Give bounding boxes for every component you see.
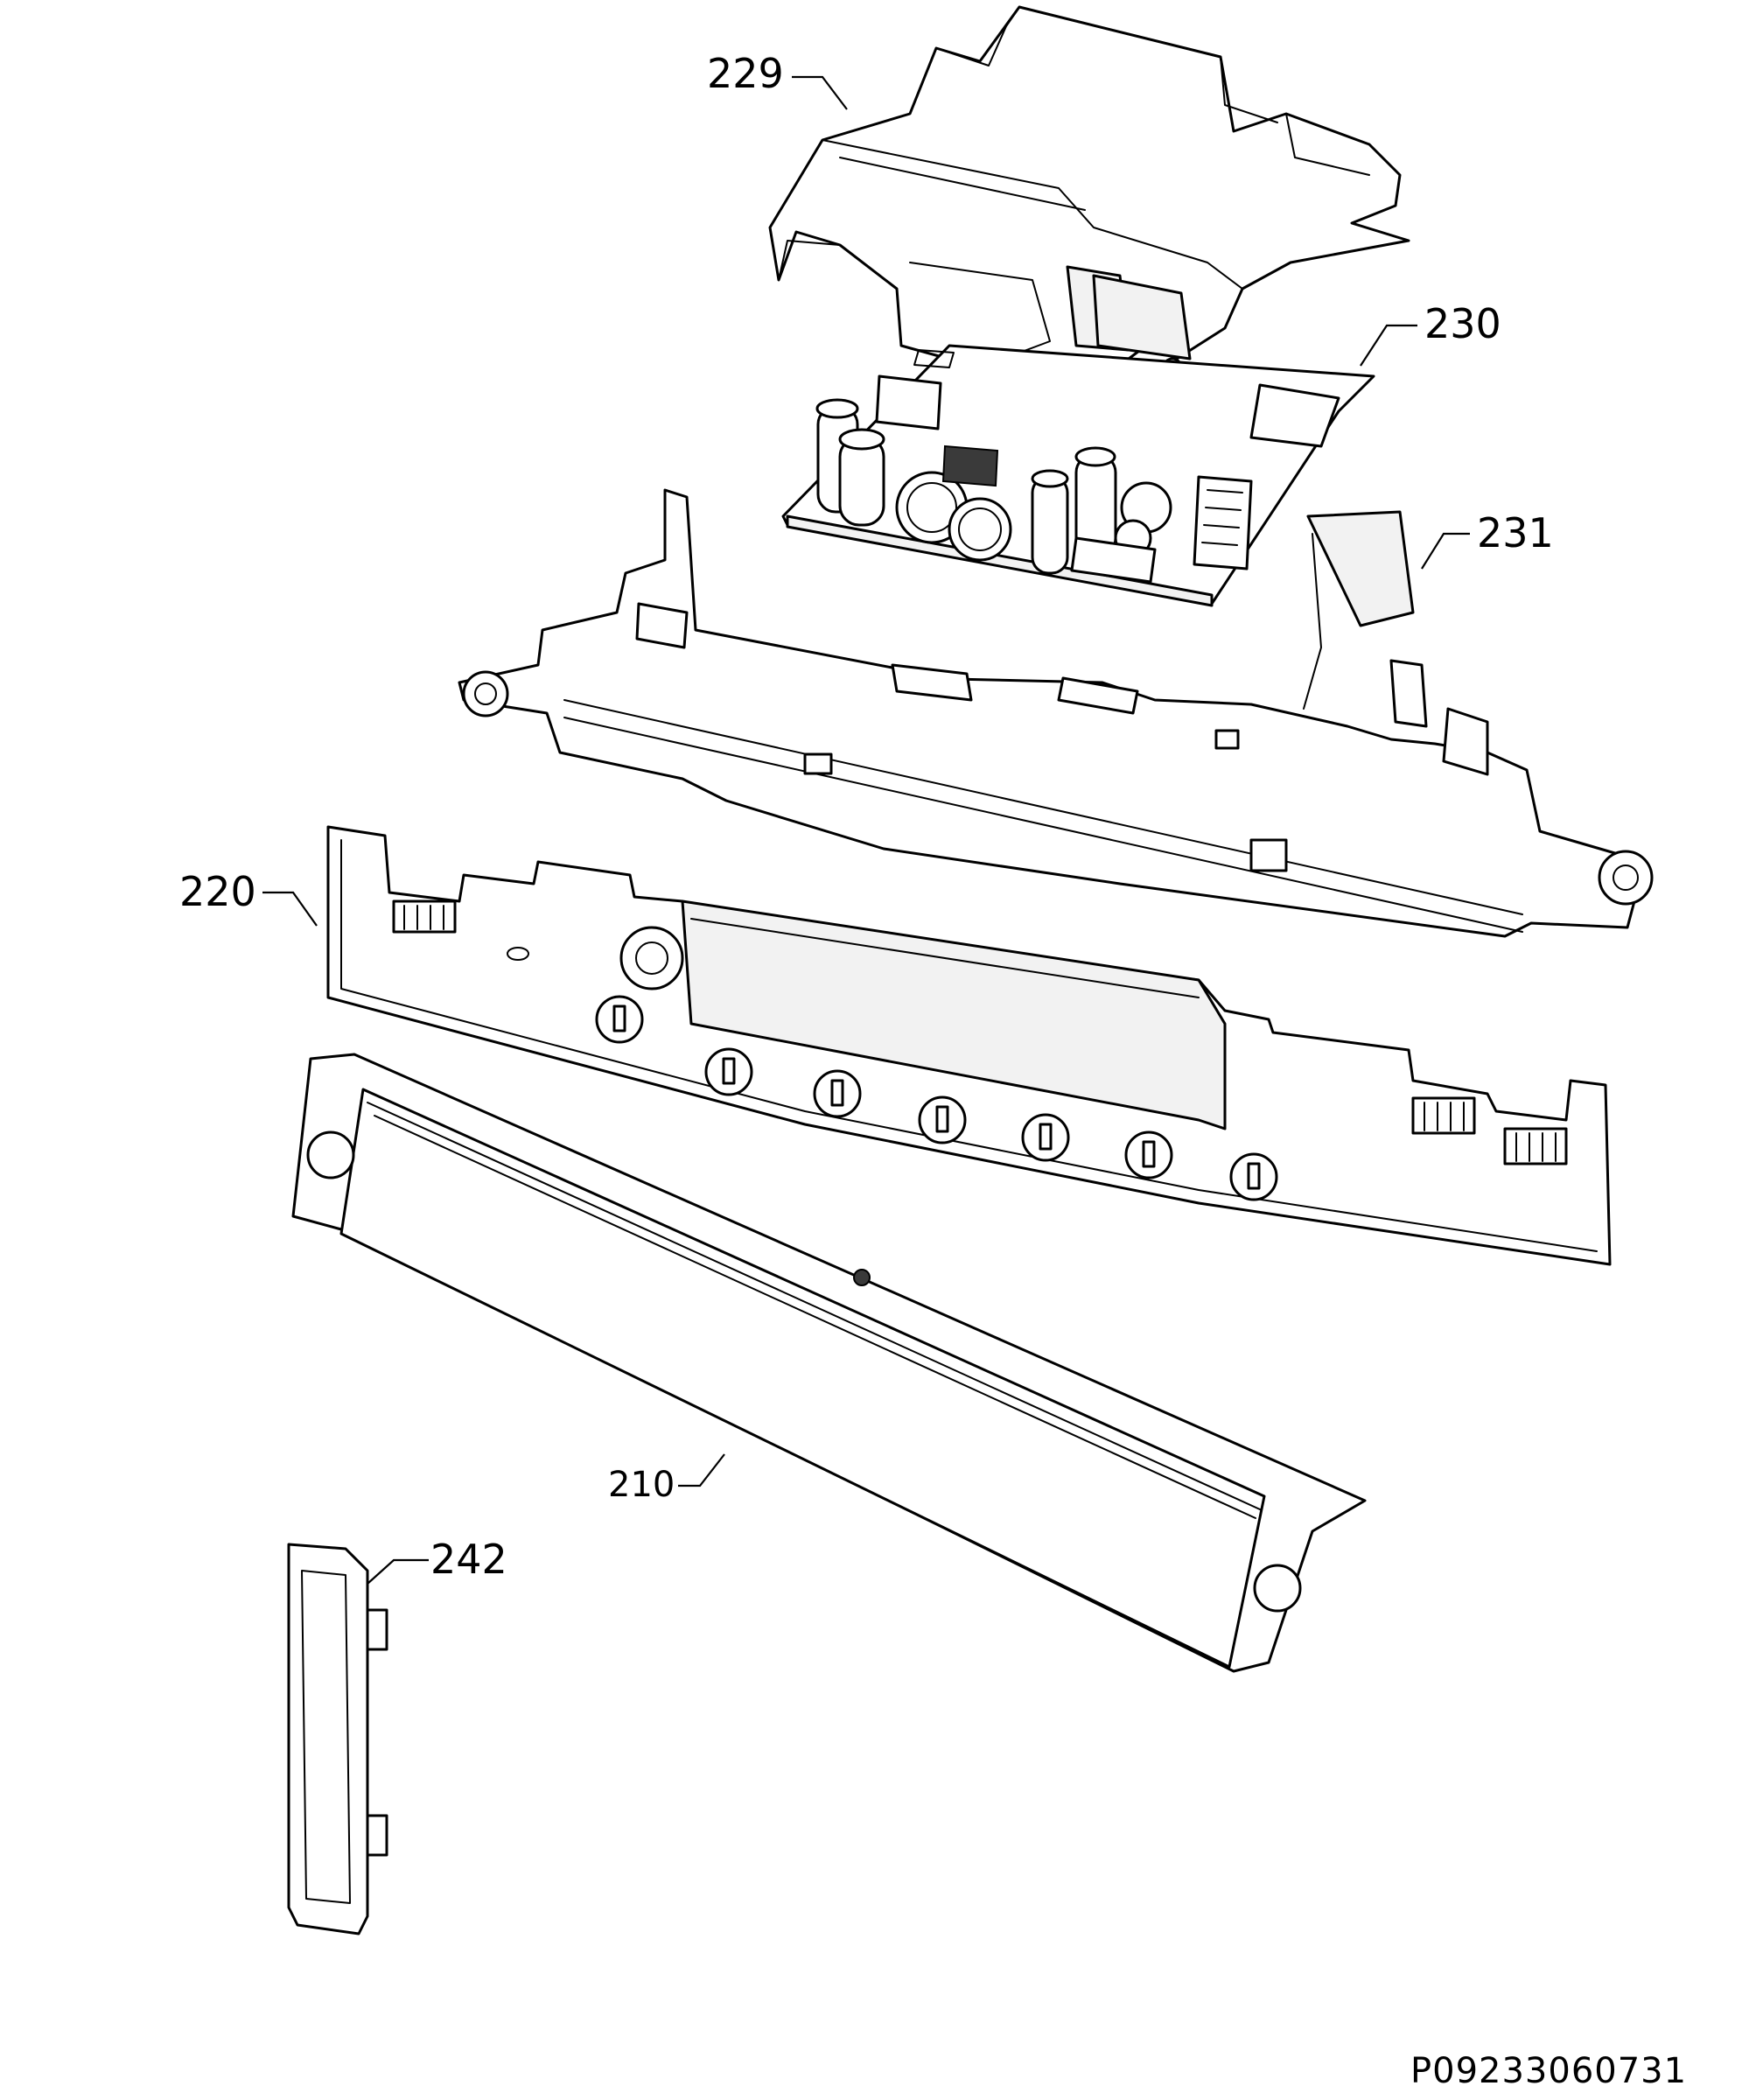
leader-220 [262,891,318,927]
part-220-button-carrier[interactable] [326,825,1612,1266]
pin-header-left [392,900,457,934]
part-230-pcb[interactable] [781,344,1375,607]
leader-231 [1421,532,1470,570]
callout-210: 210 [608,1465,675,1505]
callout-229: 229 [707,50,784,97]
part-231-frame[interactable] [458,488,1654,938]
pin-header-right-1 [1411,1096,1476,1135]
document-id: P09233060731 [1410,2051,1687,2091]
part-210-front-panel[interactable] [291,1053,1367,1673]
part-242-end-cap[interactable] [287,1543,388,1936]
leader-229 [792,75,848,110]
leader-242 [367,1558,429,1585]
tactile-buttons [595,995,1278,1201]
callout-231: 231 [1477,509,1554,556]
leader-230 [1360,324,1417,367]
callout-242: 242 [430,1536,507,1583]
pin-header-right-2 [1503,1127,1568,1166]
callout-220: 220 [179,868,256,915]
leader-210 [678,1453,725,1488]
part-229-cover[interactable] [768,5,1410,387]
callout-230: 230 [1424,300,1501,347]
